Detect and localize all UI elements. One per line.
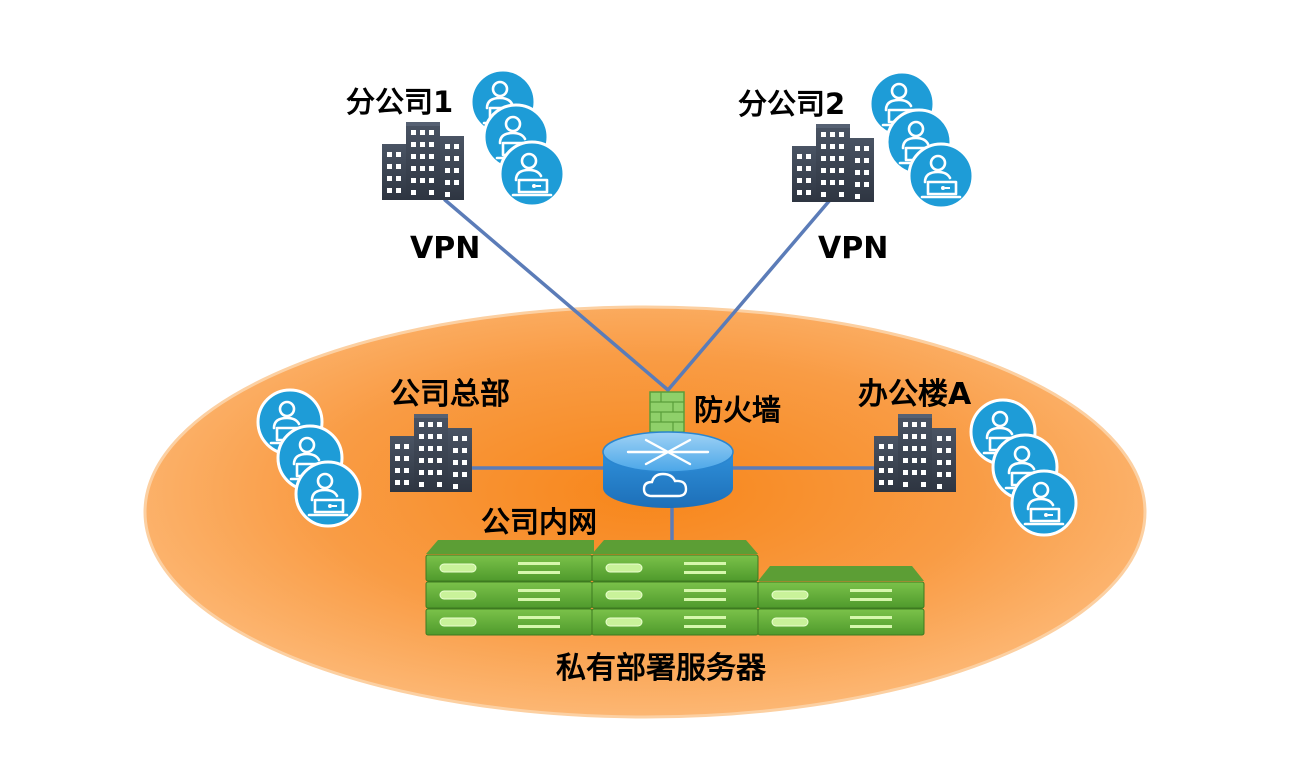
vpn-left-label: VPN bbox=[410, 231, 481, 266]
cloud-router-icon bbox=[602, 431, 734, 508]
office-a-label: 办公楼A bbox=[858, 377, 972, 412]
firewall-label: 防火墙 bbox=[694, 393, 782, 427]
vpn-link-branch2 bbox=[666, 198, 832, 392]
branch2-label: 分公司2 bbox=[738, 87, 846, 121]
branch1-users bbox=[469, 68, 566, 208]
user-laptop-icon bbox=[907, 142, 975, 210]
intranet-label: 公司内网 bbox=[481, 505, 598, 539]
user-laptop-icon bbox=[1010, 469, 1078, 537]
vpn-link-branch1 bbox=[443, 198, 670, 392]
network-links bbox=[443, 198, 880, 547]
branch2-users bbox=[868, 70, 975, 210]
servers-label: 私有部署服务器 bbox=[556, 651, 766, 686]
branch1-building-icon bbox=[382, 122, 464, 200]
branch1-label: 分公司1 bbox=[346, 85, 454, 119]
branch2-building-icon bbox=[792, 124, 874, 202]
headquarters-label: 公司总部 bbox=[390, 377, 510, 412]
server-rack-icon bbox=[425, 540, 925, 636]
user-laptop-icon bbox=[294, 460, 362, 528]
vpn-right-label: VPN bbox=[818, 231, 889, 266]
user-laptop-icon bbox=[498, 140, 566, 208]
